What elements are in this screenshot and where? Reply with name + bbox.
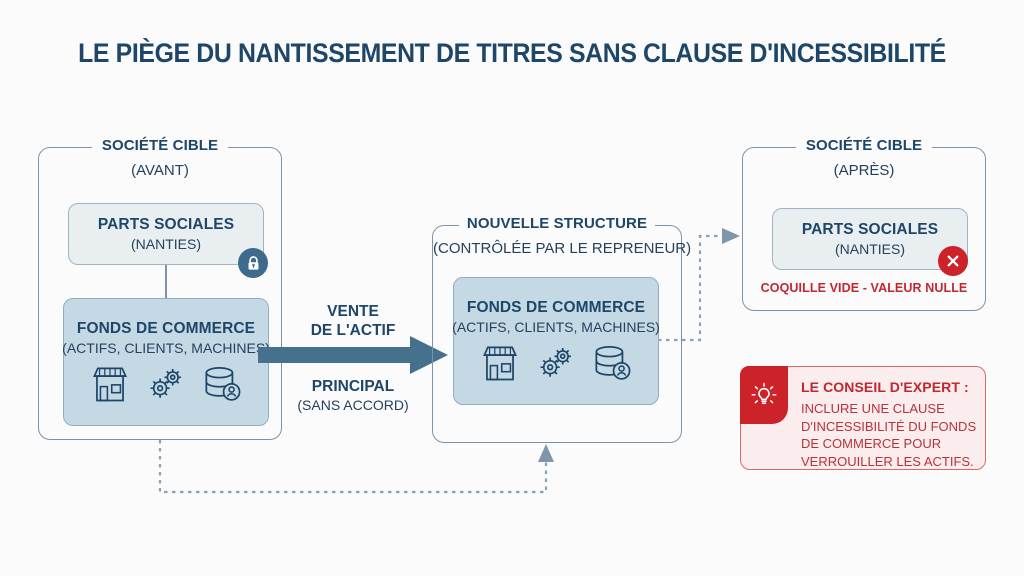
- box-title: PARTS SOCIALES: [801, 221, 939, 238]
- x-glyph: [947, 255, 959, 267]
- panel-societe-cible-apres: SOCIÉTÉ CIBLE (APRÈS): [742, 137, 986, 311]
- box-subtitle: (NANTIES): [131, 236, 201, 252]
- panel-subtitle-before: (AVANT): [131, 162, 189, 179]
- asset-icon-row: [479, 343, 633, 383]
- arrow-label-bottom: PRINCIPAL (SANS ACCORD): [283, 377, 423, 415]
- lightbulb-glyph: [751, 382, 777, 404]
- gears-icon: [150, 369, 181, 398]
- database-user-icon: [205, 366, 241, 401]
- box-title: FONDS DE COMMERCE: [76, 320, 256, 337]
- storefront-icon: [93, 367, 127, 402]
- box-subtitle: (NANTIES): [835, 241, 905, 257]
- lock-glyph: [248, 255, 258, 270]
- lightbulb-icon: [740, 366, 788, 424]
- box-title: FONDS DE COMMERCE: [466, 299, 646, 316]
- database-user-icon: [595, 345, 631, 380]
- page-title: LE PIÈGE DU NANTISSEMENT DE TITRES SANS …: [78, 38, 946, 68]
- arrow-label-top: VENTE DE L'ACTIF: [283, 302, 423, 340]
- panel-subtitle-new-structure: (CONTRÔLÉE PAR LE REPRENEUR): [433, 240, 692, 257]
- panel-nouvelle-structure: NOUVELLE STRUCTURE (CONTRÔLÉE PAR LE REP…: [432, 215, 692, 443]
- red-x-icon: [938, 246, 968, 276]
- box-fonds-de-commerce-before[interactable]: FONDS DE COMMERCE (ACTIFS, CLIENTS, MACH…: [62, 298, 270, 426]
- box-subtitle: (ACTIFS, CLIENTS, MACHINES): [62, 340, 270, 356]
- panel-legend-before: SOCIÉTÉ CIBLE: [91, 137, 229, 154]
- sale-arrow: [258, 336, 448, 374]
- expert-tip-body: INCLURE UNE CLAUSE D'INCESSIBILITÉ DU FO…: [801, 401, 977, 469]
- box-title: PARTS SOCIALES: [97, 216, 235, 233]
- status-badge-empty-shell: COQUILLE VIDE - VALEUR NULLE: [760, 281, 968, 295]
- panel-legend-new-structure: NOUVELLE STRUCTURE: [458, 215, 656, 232]
- arrow-label-line1: VENTE: [327, 303, 379, 320]
- box-parts-sociales-after[interactable]: PARTS SOCIALES (NANTIES): [772, 208, 968, 270]
- expert-tip-card: LE CONSEIL D'EXPERT : INCLURE UNE CLAUSE…: [740, 366, 986, 470]
- storefront-icon: [483, 346, 517, 381]
- box-subtitle: (ACTIFS, CLIENTS, MACHINES): [452, 319, 660, 335]
- panel-societe-cible-avant: SOCIÉTÉ CIBLE (AVANT): [38, 137, 282, 440]
- asset-icon-row: [89, 364, 243, 404]
- arrow-label-line3: PRINCIPAL: [311, 378, 395, 395]
- expert-tip-heading: LE CONSEIL D'EXPERT :: [801, 379, 969, 395]
- box-parts-sociales-before[interactable]: PARTS SOCIALES (NANTIES): [68, 203, 264, 265]
- arrow-label-line4: (SANS ACCORD): [297, 397, 409, 413]
- connector-shares-to-business: [165, 265, 167, 298]
- gears-icon: [540, 348, 571, 377]
- panel-subtitle-after: (APRÈS): [833, 162, 895, 179]
- lock-icon: [238, 248, 268, 278]
- arrow-label-line2: DE L'ACTIF: [310, 322, 396, 339]
- box-fonds-de-commerce-new[interactable]: FONDS DE COMMERCE (ACTIFS, CLIENTS, MACH…: [452, 277, 660, 405]
- panel-legend-after: SOCIÉTÉ CIBLE: [795, 137, 933, 154]
